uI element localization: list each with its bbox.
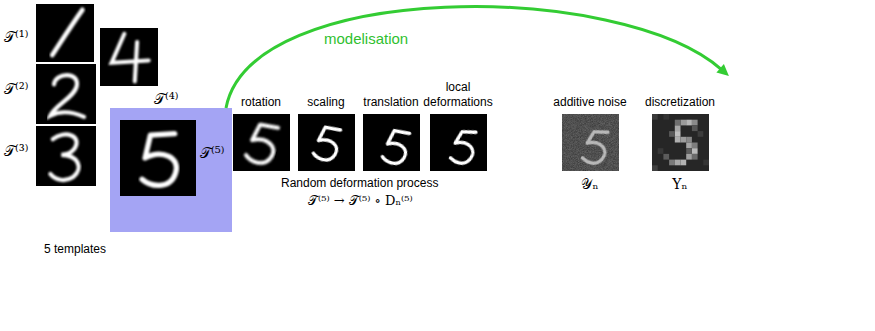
- process-image-box: additive noise𝒴ₙ: [543, 76, 637, 200]
- template-box: 𝒯⁽²⁾: [36, 64, 96, 124]
- process-caption: Random deformation process: [281, 176, 438, 190]
- template-label: 𝒯⁽⁴⁾: [154, 90, 178, 108]
- arrow-head: [716, 64, 729, 76]
- deformed-image: [430, 114, 487, 171]
- template-image: [36, 126, 96, 186]
- step-label: discretization: [645, 95, 715, 110]
- process-formula: 𝒯⁽⁵⁾ → 𝒯⁽⁵⁾ ∘ Dₙ⁽⁵⁾: [308, 193, 413, 209]
- step-label-box: local deformations: [421, 76, 495, 110]
- image-symbol: Yₙ: [628, 176, 732, 192]
- step-label-box: rotation: [229, 76, 293, 110]
- group-caption: 5 templates: [44, 242, 106, 256]
- curved-arrow: [226, 7, 729, 108]
- template-box: 𝒯⁽⁴⁾: [100, 28, 158, 86]
- template-label: 𝒯⁽²⁾: [4, 80, 28, 98]
- template-label: 𝒯⁽³⁾: [4, 142, 28, 160]
- image-symbol: 𝒴ₙ: [543, 176, 637, 193]
- template-image: [100, 28, 158, 86]
- highlight-square: [110, 108, 232, 232]
- connector-curve: [226, 7, 722, 108]
- deformed-image: [363, 114, 420, 171]
- process-image-box: discretizationYₙ: [628, 76, 732, 200]
- step-label-box: additive noise: [543, 76, 637, 110]
- step-label: additive noise: [553, 95, 626, 110]
- template-image: [120, 120, 196, 196]
- template-box: 𝒯⁽⁵⁾: [110, 108, 232, 232]
- deformed-image: [233, 114, 290, 171]
- step-label: local deformations: [421, 80, 495, 110]
- step-label-box: discretization: [628, 76, 732, 110]
- step-label-box: translation: [359, 76, 423, 110]
- template-image: [36, 4, 94, 62]
- pixelated-image: [652, 114, 709, 171]
- template-box: 𝒯⁽¹⁾: [36, 4, 94, 62]
- template-label: 𝒯⁽¹⁾: [4, 28, 28, 46]
- step-label-box: scaling: [294, 76, 358, 110]
- deformed-image: [298, 114, 355, 171]
- edge-label: modelisation: [322, 30, 410, 47]
- template-label: 𝒯⁽⁵⁾: [200, 144, 224, 162]
- noisy-image: [562, 114, 619, 171]
- step-label: translation: [363, 95, 418, 110]
- step-label: scaling: [307, 95, 344, 110]
- step-label: rotation: [241, 95, 281, 110]
- template-image: [36, 64, 96, 124]
- template-box: 𝒯⁽³⁾: [36, 126, 96, 186]
